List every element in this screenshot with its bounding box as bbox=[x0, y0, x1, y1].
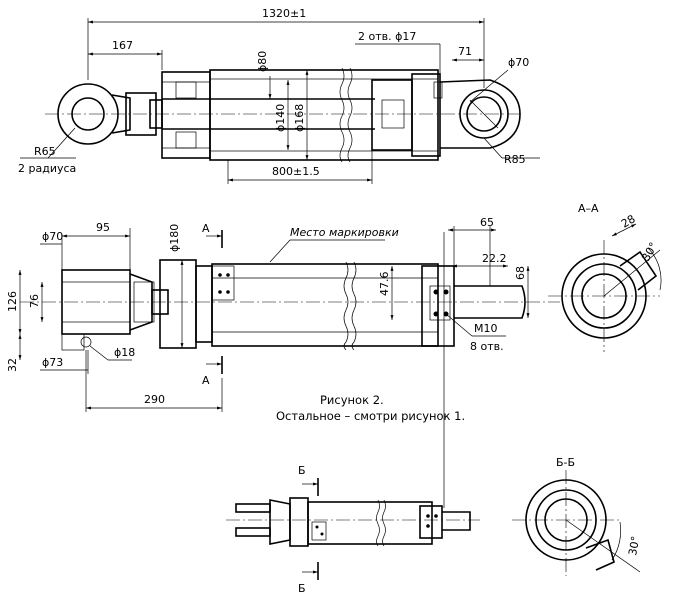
dim-47: 47.6 bbox=[378, 272, 391, 297]
section-aa-angle: 30° bbox=[639, 240, 660, 263]
eye-offset: 167 bbox=[112, 39, 133, 52]
caption-line-1: Рисунок 2. bbox=[320, 393, 384, 407]
flange-diameter: ϕ180 bbox=[168, 224, 181, 252]
port-diameter: ϕ70 bbox=[508, 56, 529, 69]
eye-radius: R65 bbox=[34, 145, 56, 158]
lug-radius: R85 bbox=[504, 153, 526, 166]
thread-count: 8 отв. bbox=[470, 340, 504, 353]
bottom-view: Б Б bbox=[226, 464, 480, 595]
thread-size: M10 bbox=[474, 322, 498, 335]
dim-65: 65 bbox=[480, 216, 494, 229]
section-aa-title: А–А bbox=[578, 202, 599, 215]
overall-length: 1320±1 bbox=[262, 7, 306, 20]
dim-290: 290 bbox=[144, 393, 165, 406]
dim-126: 126 bbox=[6, 291, 19, 312]
caption-line-2: Остальное – смотри рисунок 1. bbox=[276, 409, 465, 423]
stroke-length: 800±1.5 bbox=[272, 165, 320, 178]
rod-diameter: ϕ80 bbox=[256, 51, 269, 72]
outer-diameter: ϕ168 bbox=[293, 104, 306, 132]
eye-radius-note: 2 радиуса bbox=[18, 162, 76, 175]
section-bb-angle: 30° bbox=[626, 535, 642, 556]
top-view: 1320±1 167 2 отв. ϕ17 71 ϕ70 ϕ80 ϕ140 ϕ1… bbox=[18, 7, 540, 184]
bore-diameter: ϕ140 bbox=[274, 104, 287, 132]
section-b-bottom: Б bbox=[298, 582, 306, 595]
section-b-top: Б bbox=[298, 464, 306, 477]
section-a-bottom: A bbox=[202, 374, 210, 387]
dim-73: ϕ73 bbox=[42, 356, 63, 369]
holes-note: 2 отв. ϕ17 bbox=[358, 30, 416, 43]
section-aa: А–А 28 30° bbox=[548, 202, 662, 352]
section-bb-title: Б-Б bbox=[556, 456, 575, 469]
figure-caption: Рисунок 2. Остальное – смотри рисунок 1. bbox=[276, 393, 465, 423]
dim-76: 76 bbox=[28, 294, 41, 308]
marking-label: Место маркировки bbox=[290, 226, 399, 239]
clevis-diameter: ϕ70 bbox=[42, 230, 63, 243]
section-a-top: A bbox=[202, 222, 210, 235]
dim-32: 32 bbox=[6, 358, 19, 372]
middle-view: A A ϕ70 95 ϕ180 Место маркировки 65 22.2… bbox=[6, 216, 560, 508]
section-aa-28: 28 bbox=[619, 212, 638, 230]
dim-22: 22.2 bbox=[482, 252, 507, 265]
section-bb: Б-Б 30° bbox=[512, 456, 642, 576]
dim-68: 68 bbox=[514, 266, 527, 280]
dim-18: ϕ18 bbox=[114, 346, 135, 359]
port-offset: 71 bbox=[458, 45, 472, 58]
clevis-width: 95 bbox=[96, 221, 110, 234]
